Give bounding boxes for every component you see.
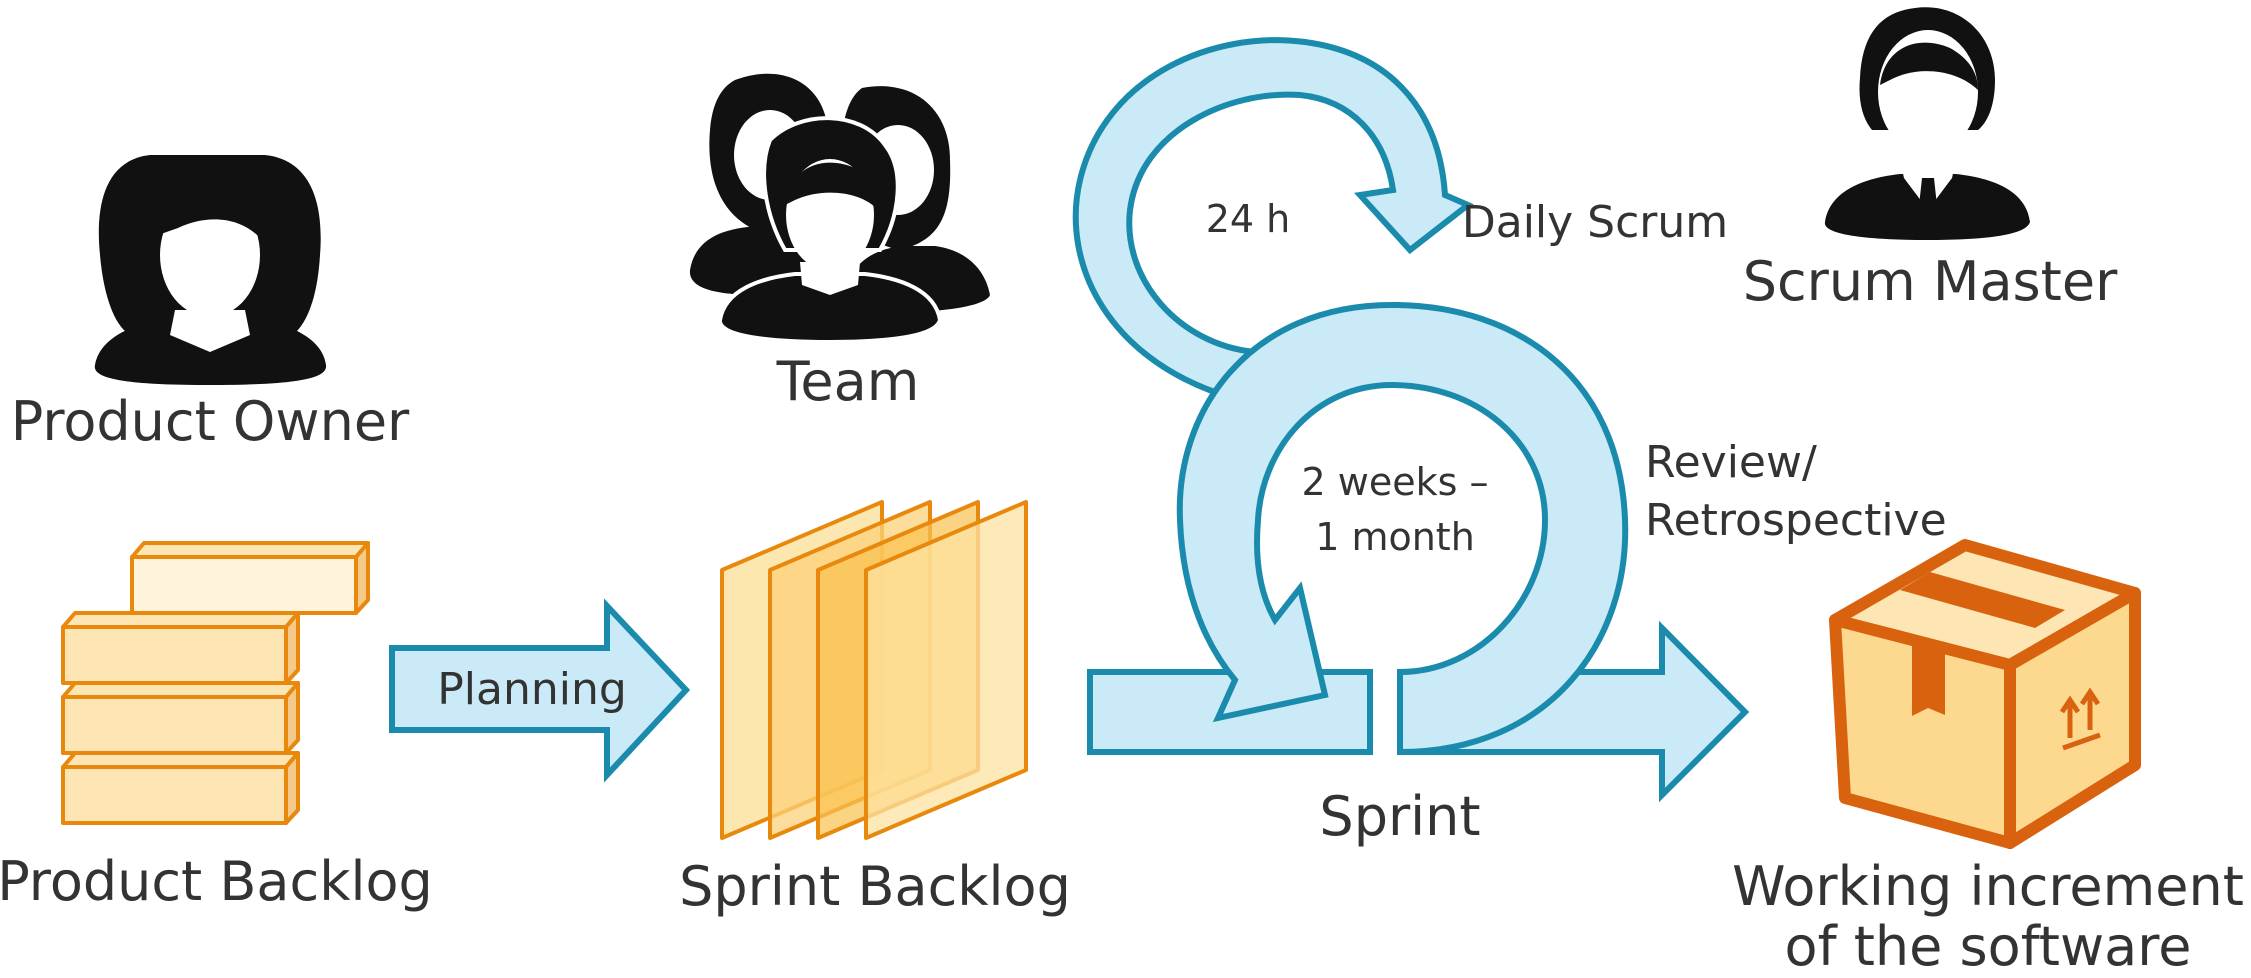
increment-label-2: of the software xyxy=(1785,915,2192,978)
sprint-label: Sprint xyxy=(1319,785,1480,848)
team-label: Team xyxy=(776,350,920,413)
planning-label: Planning xyxy=(437,664,627,715)
sprint-output-arrow xyxy=(1397,620,1750,803)
this-side-up-icon xyxy=(2059,687,2101,751)
sprint-cycle-label-1: 2 weeks – xyxy=(1302,460,1489,504)
planning-arrow xyxy=(389,598,691,783)
daily-scrum-loop-arrow xyxy=(1072,37,1474,404)
daily-scrum-label: Daily Scrum xyxy=(1462,197,1728,248)
team-icon xyxy=(689,73,990,345)
sprint-backlog-label: Sprint Backlog xyxy=(679,855,1071,918)
scrum-master-label: Scrum Master xyxy=(1743,250,2118,313)
sprint-backlog-icon xyxy=(720,500,1028,840)
package-tape-icon xyxy=(1900,572,2065,716)
product-backlog-label: Product Backlog xyxy=(0,850,433,913)
review-label-2: Retrospective xyxy=(1645,495,1947,546)
sprint-loop-arrow xyxy=(1176,301,1629,756)
scrum-master-icon xyxy=(1824,7,2030,240)
increment-label-1: Working increment xyxy=(1732,855,2244,918)
sprint-cycle-label-2: 1 month xyxy=(1315,515,1475,559)
product-owner-bangs xyxy=(158,188,262,240)
product-owner-label: Product Owner xyxy=(11,390,410,453)
product-backlog-icon xyxy=(61,541,370,825)
review-label-1: Review/ xyxy=(1645,437,1817,488)
daily-cycle-label: 24 h xyxy=(1206,197,1291,241)
